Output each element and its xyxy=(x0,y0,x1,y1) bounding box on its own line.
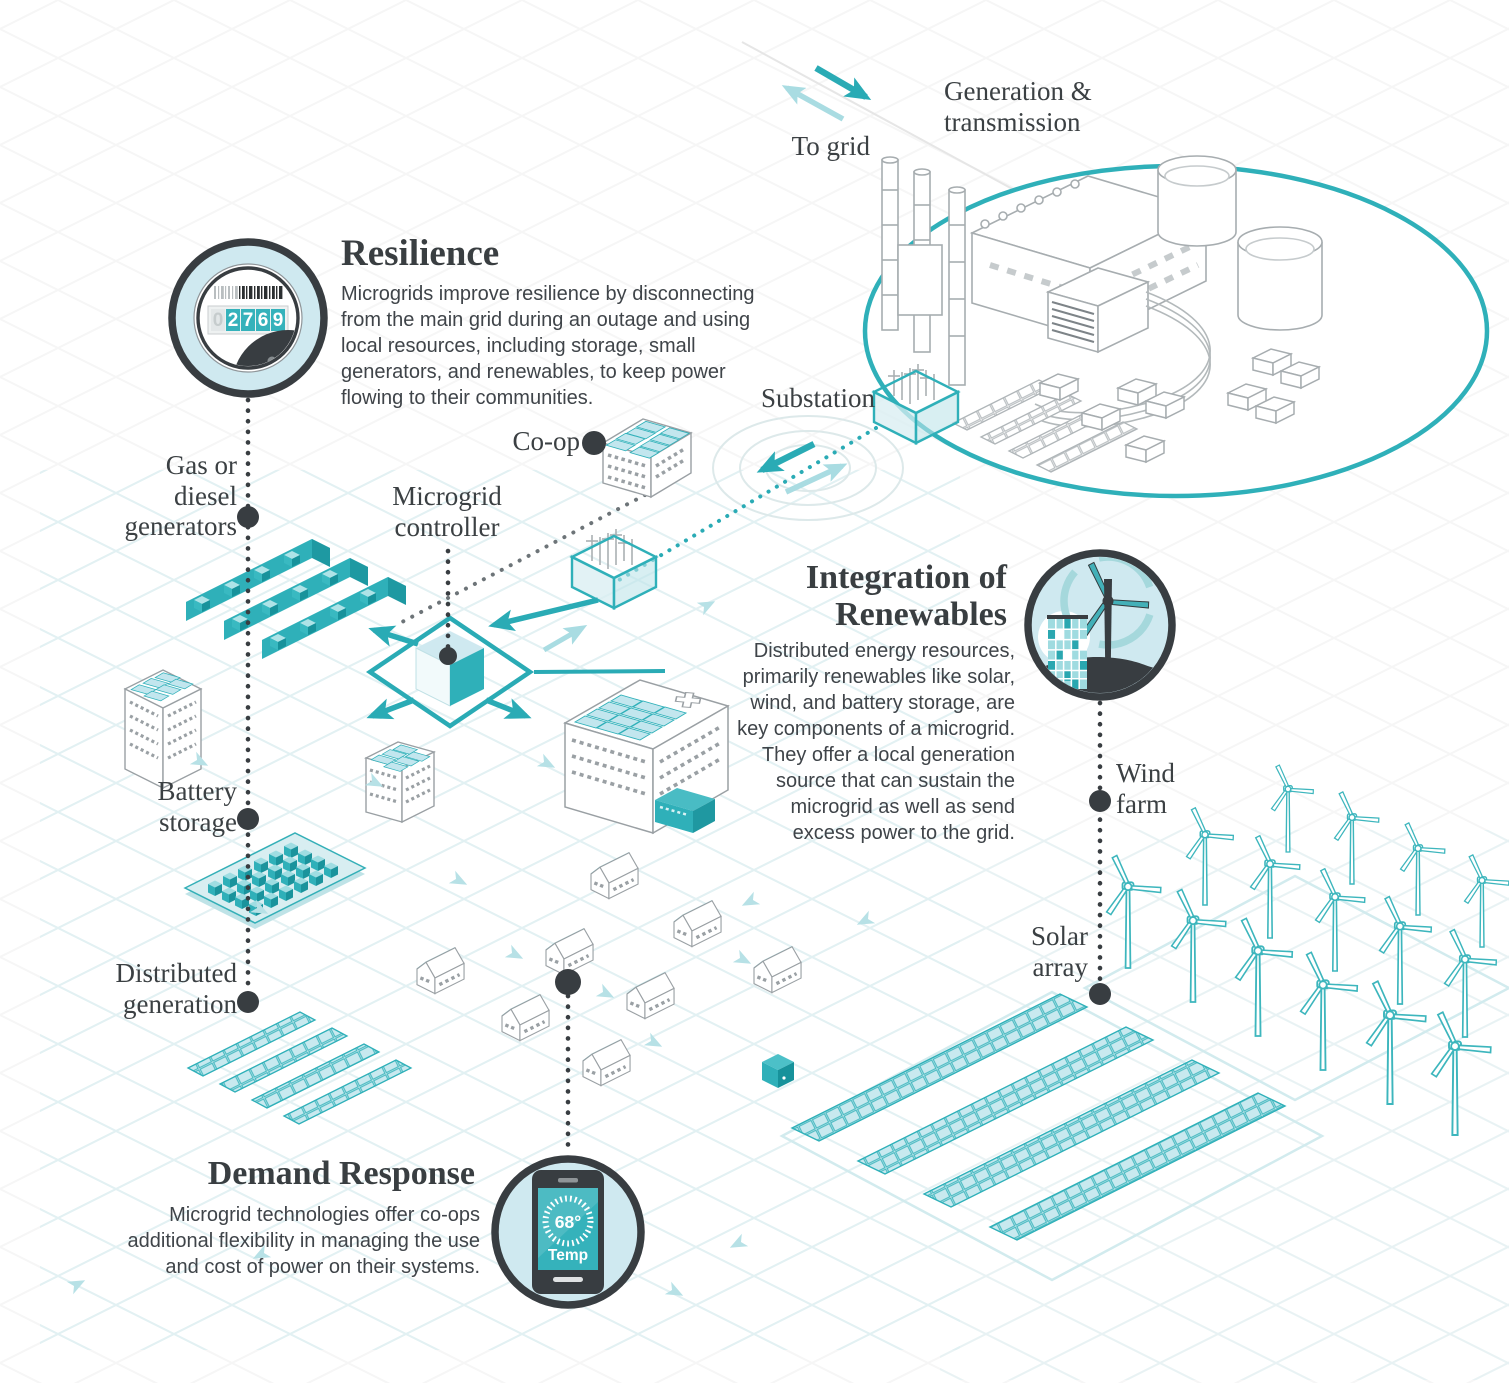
hospital-building xyxy=(563,679,730,835)
integration-body: Distributed energy resources, primarily … xyxy=(737,640,1015,844)
substation-flow-arrows xyxy=(756,441,848,495)
inverter-box-icon xyxy=(762,1054,794,1088)
label-microgrid-controller: Microgrid controller xyxy=(392,481,502,542)
label-wind-farm: Wind farm xyxy=(1116,758,1175,819)
dotted-connectors xyxy=(245,397,1103,1157)
battery-storage-dot xyxy=(237,808,259,830)
label-gas-generators: Gas or diesel generators xyxy=(124,450,237,541)
demand-response-body: Microgrid technologies offer co-ops addi… xyxy=(127,1204,480,1278)
meter-digit: 6 xyxy=(258,310,269,331)
connector-substation-distribution xyxy=(612,426,878,585)
meter-display: 0 2 7 6 9 xyxy=(207,305,289,335)
medical-cross-icon xyxy=(674,691,702,709)
meter-barcode xyxy=(214,286,283,299)
office-building xyxy=(364,741,436,824)
label-battery-storage: Battery storage xyxy=(157,776,237,837)
hospital-generator-icon xyxy=(655,788,715,833)
to-grid-flow-arrows xyxy=(781,65,872,122)
node-dots xyxy=(237,431,1111,1013)
thermostat-phone-icon: 68° Temp xyxy=(491,1155,645,1309)
demand-response-title: Demand Response xyxy=(207,1155,475,1192)
solar-array-illustration xyxy=(762,993,1287,1241)
smart-meter-icon: 0 2 7 6 9 xyxy=(168,238,328,398)
label-to-grid: To grid xyxy=(791,131,870,161)
label-coop: Co-op xyxy=(512,426,581,456)
coop-dot xyxy=(582,431,606,455)
meter-digit: 9 xyxy=(273,310,284,331)
phone-temp-caption: Temp xyxy=(548,1247,588,1264)
integration-title: Integration of Renewables xyxy=(805,559,1007,633)
power-plant-illustration xyxy=(862,155,1490,499)
meter-digit: 0 xyxy=(213,310,224,331)
houses-dot xyxy=(555,969,581,995)
label-distributed-generation: Distributed generation xyxy=(115,958,238,1019)
label-solar-array: Solar array xyxy=(1031,921,1088,982)
transmission-line xyxy=(741,41,1019,193)
distributed-solar-illustration xyxy=(186,1011,413,1125)
meter-digit: 2 xyxy=(228,310,239,331)
wind-farm-dot xyxy=(1089,790,1111,812)
battery-storage-illustration xyxy=(183,832,367,929)
label-generation-transmission: Generation & transmission xyxy=(944,76,1092,137)
wind-turbine-solar-icon xyxy=(1024,549,1176,701)
controller-dot xyxy=(439,647,457,665)
label-substation: Substation xyxy=(760,383,875,413)
smokestacks-icon xyxy=(881,156,966,386)
solar-array-dot xyxy=(1089,983,1111,1005)
apartment-building xyxy=(123,669,203,790)
resilience-body: Microgrids improve resilience by disconn… xyxy=(341,283,755,409)
distributed-generation-dot xyxy=(237,991,259,1013)
resilience-title: Resilience xyxy=(341,233,500,274)
phone-temperature: 68° xyxy=(555,1212,581,1232)
meter-digit: 7 xyxy=(243,310,254,331)
louver-box-icon xyxy=(1045,267,1151,354)
storage-tanks-icon xyxy=(1157,155,1323,331)
coop-building xyxy=(601,418,693,499)
plant-solar-rows xyxy=(951,379,1139,473)
gas-generators-dot xyxy=(237,506,259,528)
